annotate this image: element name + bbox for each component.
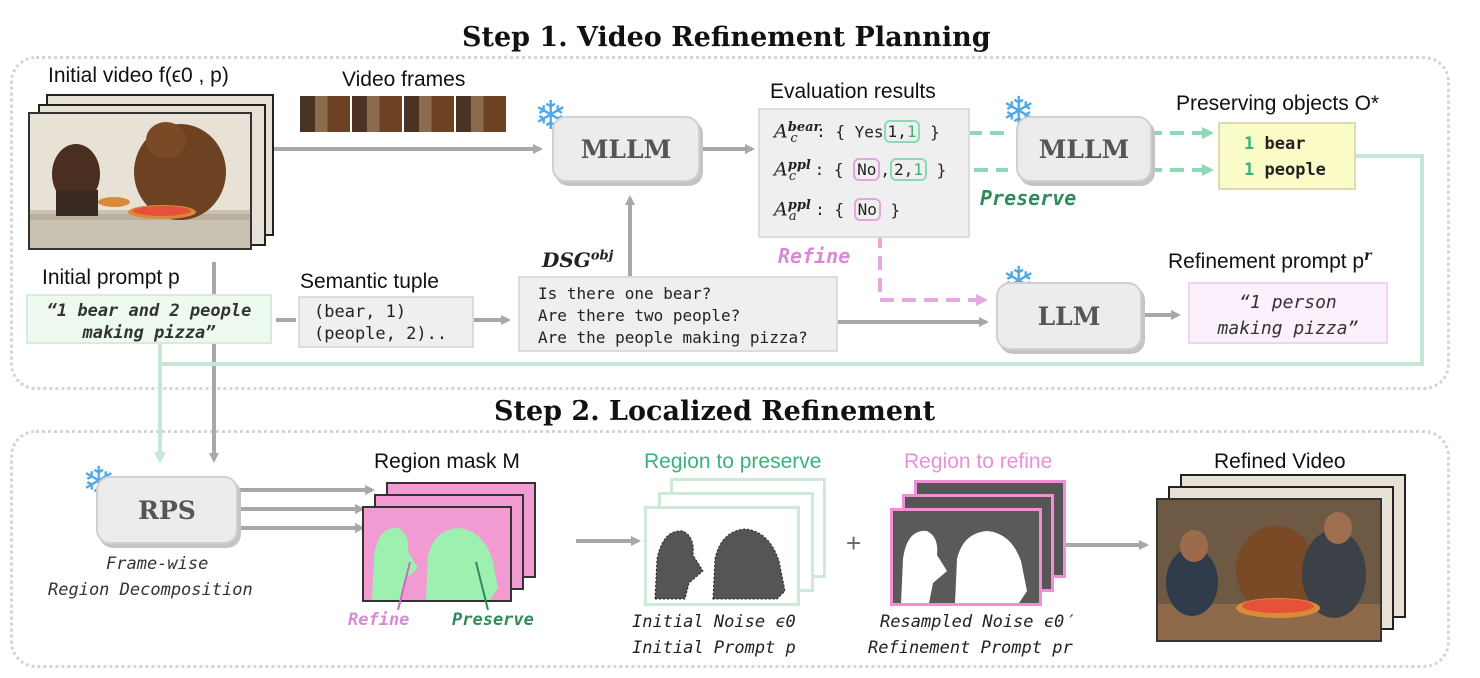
refinement-prompt-label: Refinement prompt pr [1168, 248, 1372, 273]
semantic-tuple-box: (bear, 1) (people, 2).. [298, 296, 474, 348]
step2-panel [10, 430, 1450, 668]
rps-block: RPS [96, 476, 238, 544]
step1-panel [10, 56, 1450, 390]
eval-row-ppl-count: Applc : { No,2,1 } [774, 158, 947, 184]
preserve-frame-front [644, 506, 800, 606]
eval-value: No [853, 198, 881, 222]
preserve-label: Preserve [980, 186, 1077, 210]
preserving-objects-label: Preserving objects O* [1176, 92, 1380, 115]
mask-preserve-label: Preserve [452, 610, 534, 630]
rps-caption-line1: Frame-wise [106, 554, 209, 574]
video-frames-strip [300, 96, 506, 132]
semantic-tuple-item: (people, 2).. [314, 324, 448, 344]
step2-title: Step 2. Localized Refinement [494, 396, 936, 427]
green-return-line [154, 154, 1424, 464]
step1-title: Step 1. Video Refinement Planning [462, 22, 991, 53]
frame-thumb [300, 96, 350, 132]
mllm-block-2: MLLM [1016, 116, 1152, 182]
eval-sup: bear [787, 120, 821, 135]
refined-video-thumbnail [1156, 498, 1382, 642]
semantic-tuple-label: Semantic tuple [300, 270, 439, 293]
eval-value: Yes [854, 122, 884, 142]
mask-pointer-lines [397, 561, 489, 611]
llm-block: LLM [996, 282, 1142, 350]
dsg-label: DSGobj [542, 248, 614, 272]
preserve-item-people: 1 people [1244, 160, 1326, 180]
video-frames-label: Video frames [342, 68, 466, 91]
preserving-objects-box: 1 bear 1 people [1218, 122, 1356, 190]
eval-value: 1 [906, 122, 917, 142]
mllm-block-1: MLLM [552, 116, 700, 182]
preserve-caption-prompt: Initial Prompt p [632, 638, 796, 658]
region-to-refine-label: Region to refine [904, 450, 1053, 473]
gray-arrows [209, 144, 1181, 550]
semantic-tuple-item: (bear, 1) [314, 302, 407, 322]
region-to-preserve-label: Region to preserve [644, 450, 822, 473]
dsg-question: Are there two people? [538, 306, 741, 325]
rps-caption-line2: Region Decomposition [48, 580, 253, 600]
dsg-question: Is there one bear? [538, 284, 712, 303]
eval-value: 2 [894, 160, 904, 180]
refine-caption-prompt: Refinement Prompt pr [868, 638, 1073, 658]
preserve-item-bear: 1 bear [1244, 134, 1306, 154]
frame-thumb [352, 96, 402, 132]
mask-frame-front [362, 506, 512, 602]
pink-refine-arrow [878, 234, 988, 306]
refine-label: Refine [778, 244, 851, 268]
dsg-questions-box: Is there one bear? Are there two people?… [518, 276, 838, 352]
eval-sub: c [788, 168, 797, 184]
refinement-prompt-box: “1 person making pizza” [1188, 282, 1388, 344]
eval-sub: a [788, 208, 797, 224]
dsg-question: Are the people making pizza? [538, 328, 808, 347]
evaluation-results-label: Evaluation results [770, 80, 936, 103]
plus-sign: + [846, 528, 862, 558]
eval-sub: c [790, 130, 798, 146]
initial-prompt-label: Initial prompt p [42, 266, 180, 289]
refine-caption-noise: Resampled Noise ϵ0′ [880, 612, 1075, 632]
eval-value: No [853, 158, 881, 182]
mask-refine-label: Refine [348, 610, 410, 630]
preserve-caption-noise: Initial Noise ϵ0 [632, 612, 796, 632]
frame-thumb [404, 96, 454, 132]
initial-video-thumbnail [28, 112, 252, 250]
initial-video-label: Initial video f(ϵ0 , p) [48, 64, 229, 87]
initial-prompt-box: “1 bear and 2 people making pizza” [26, 294, 272, 344]
frame-thumb [456, 96, 506, 132]
eval-value: 1 [913, 160, 923, 180]
eval-row-ppl-action: Appla : { No } [774, 198, 901, 224]
refined-video-label: Refined Video [1214, 450, 1346, 473]
eval-value: 1 [887, 122, 898, 142]
region-mask-label: Region mask M [374, 450, 520, 473]
refine-frame-front [890, 508, 1042, 606]
